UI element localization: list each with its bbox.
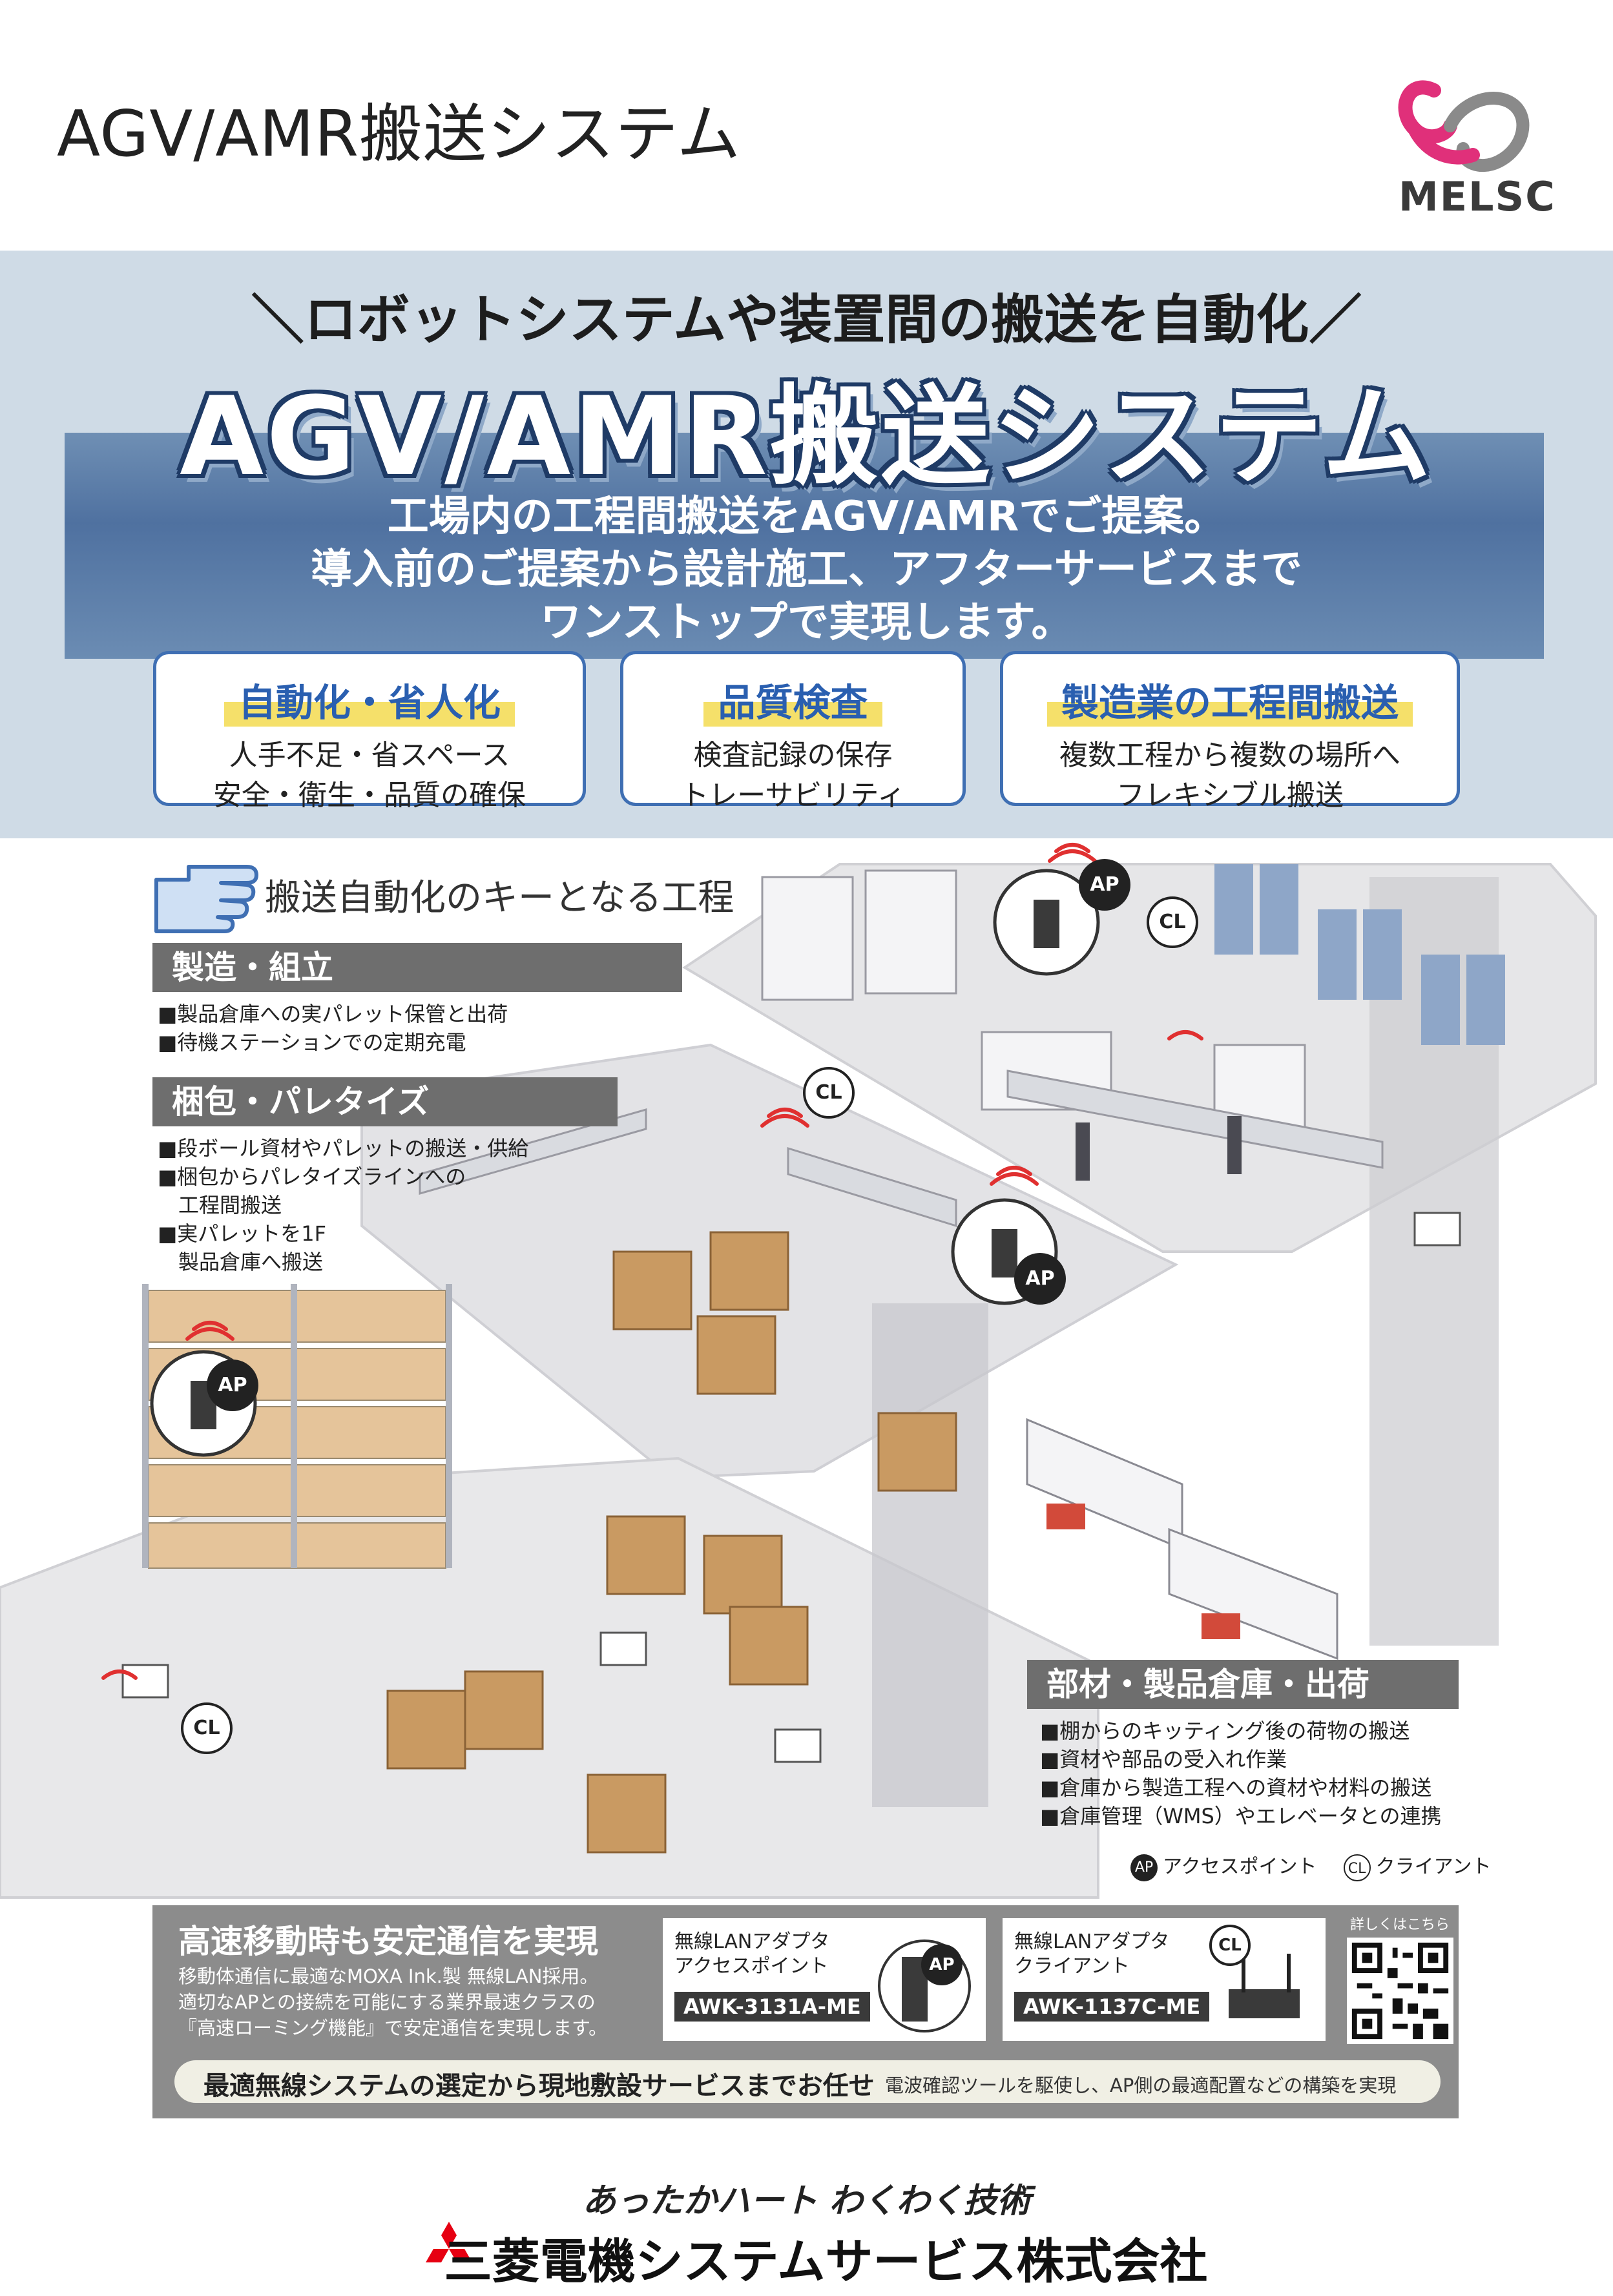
section-bar-warehouse: 部材・製品倉庫・出荷	[1027, 1660, 1459, 1709]
service-pill-sub: 電波確認ツールを駆使し、AP側の最適配置などの構築を実現	[885, 2074, 1397, 2096]
feature-card: 製造業の工程間搬送 複数工程から複数の場所へ フレキシブル搬送	[1000, 651, 1460, 812]
feature-card-title: 製造業の工程間搬送	[1046, 672, 1413, 727]
company-motto: あったかハート わくわく技術	[582, 2182, 1031, 2220]
section-bar-packing: 梱包・パレタイズ	[152, 1077, 618, 1126]
feature-card-line: フレキシブル搬送	[1116, 779, 1344, 812]
bullet-item: ■待機ステーションでの定期充電	[158, 1030, 466, 1055]
document-title: AGV/AMR搬送システム	[57, 98, 742, 171]
legend-ap-label: アクセスポイント	[1163, 1856, 1317, 1878]
section-bullets-warehouse: ■棚からのキッティング後の荷物の搬送 ■資材や部品の受入れ作業 ■倉庫から製造工…	[1040, 1717, 1441, 1830]
qr-code-icon[interactable]	[1347, 1938, 1453, 2044]
key-process-title: 搬送自動化のキーとなる工程	[265, 877, 734, 919]
service-pill-main: 最適無線システムの選定から現地敷設サービスまでお任せ	[203, 2071, 875, 2101]
service-pill	[174, 2060, 1441, 2103]
hero-tagline: ＼ロボットシステムや装置間の搬送を自動化／	[251, 289, 1362, 351]
hero-lead-line: 工場内の工程間搬送をAGV/AMRでご提案。	[387, 493, 1226, 541]
client-badge: CL	[1147, 896, 1198, 948]
bullet-item: ■倉庫から製造工程への資材や材料の搬送	[1040, 1775, 1432, 1800]
feature-card-line: 人手不足・省スペース	[229, 739, 510, 772]
product-label-line: アクセスポイント	[674, 1955, 829, 1978]
feature-card-title: 品質検査	[703, 672, 882, 727]
bullet-item: ■製品倉庫への実パレット保管と出荷	[158, 1002, 508, 1026]
feature-card-line: トレーサビリティ	[680, 779, 906, 812]
product-label-line: 無線LANアダプタ	[1014, 1930, 1170, 1953]
logo-text: MELSC	[1399, 173, 1556, 220]
melsc-heart-logo-icon	[1398, 80, 1530, 172]
product-card-client: 無線LANアダプタ クライアント AWK-1137C-ME CL	[1003, 1918, 1326, 2041]
qr-label: 詳しくはこちら	[1349, 1917, 1450, 1933]
hero-lead-line: 導入前のご提案から設計施工、アフターサービスまで	[311, 546, 1302, 594]
feature-card-title: 自動化・省人化	[224, 672, 515, 727]
info-body-line: 移動体通信に最適なMOXA Ink.製 無線LAN採用。	[178, 1965, 599, 1987]
mitsubishi-logo-icon	[426, 2222, 472, 2262]
feature-card: 自動化・省人化 人手不足・省スペース 安全・衛生・品質の確保	[153, 651, 586, 812]
section-bar-manufacturing: 製造・組立	[152, 943, 682, 992]
access-point-badge: AP	[921, 1944, 963, 1985]
client-legend-icon: CL	[1343, 1854, 1371, 1881]
section-bullets-packing: ■段ボール資材やパレットの搬送・供給 ■梱包からパレタイズラインへの 工程間搬送…	[158, 1134, 528, 1276]
info-title: 高速移動時も安定通信を実現	[178, 1923, 598, 1960]
client-badge: CL	[1209, 1925, 1251, 1966]
company-name: 三菱電機システムサービス株式会社	[444, 2234, 1208, 2290]
bullet-item: 工程間搬送	[158, 1193, 282, 1217]
feature-card-line: 検査記録の保存	[693, 739, 893, 772]
feature-card-line: 安全・衛生・品質の確保	[213, 779, 526, 812]
access-point-badge: AP	[1014, 1253, 1066, 1305]
feature-card: 品質検査 検査記録の保存 トレーサビリティ	[620, 651, 966, 812]
section-bullets-manufacturing: ■製品倉庫への実パレット保管と出荷 ■待機ステーションでの定期充電	[158, 1000, 508, 1057]
hero-lead-line: ワンストップで実現します。	[540, 599, 1073, 646]
client-badge: CL	[803, 1067, 855, 1119]
bullet-item: 製品倉庫へ搬送	[158, 1250, 324, 1274]
legend-cl-label: クライアント	[1375, 1856, 1492, 1878]
pointing-hand-icon	[154, 865, 258, 933]
hero-title: AGV/AMR搬送システム	[180, 373, 1433, 500]
client-device-icon	[1229, 1954, 1300, 2018]
info-body-line: 『高速ローミング機能』で安定通信を実現します。	[178, 2017, 608, 2039]
product-model: AWK-3131A-ME	[674, 1992, 870, 2022]
access-point-badge: AP	[207, 1360, 258, 1411]
product-label: 無線LANアダプタ アクセスポイント	[674, 1930, 829, 1979]
feature-card-line: 複数工程から複数の場所へ	[1059, 739, 1400, 772]
hero-band	[65, 433, 1544, 659]
product-card-ap: 無線LANアダプタ アクセスポイント AWK-3131A-ME AP	[663, 1918, 986, 2041]
bullet-item: ■棚からのキッティング後の荷物の搬送	[1040, 1719, 1410, 1743]
access-point-badge: AP	[1079, 859, 1130, 911]
factory-illustration	[0, 838, 1613, 1910]
info-body-line: 適切なAPとの接続を可能にする業界最速クラスの	[178, 1991, 596, 2013]
bullet-item: ■資材や部品の受入れ作業	[1040, 1747, 1287, 1772]
info-body: 移動体通信に最適なMOXA Ink.製 無線LAN採用。 適切なAPとの接続を可…	[178, 1963, 669, 2041]
product-model: AWK-1137C-ME	[1014, 1992, 1210, 2022]
bullet-item: ■段ボール資材やパレットの搬送・供給	[158, 1136, 529, 1161]
bullet-item: ■倉庫管理（WMS）やエレベータとの連携	[1040, 1804, 1442, 1828]
product-label: 無線LANアダプタ クライアント	[1014, 1930, 1169, 1979]
bullet-item: ■実パレットを1F	[158, 1221, 327, 1246]
bullet-item: ■梱包からパレタイズラインへの	[158, 1164, 466, 1189]
product-label-line: 無線LANアダプタ	[674, 1930, 830, 1953]
product-label-line: クライアント	[1014, 1955, 1130, 1978]
client-badge: CL	[181, 1702, 233, 1754]
access-point-legend-icon: AP	[1130, 1854, 1158, 1881]
